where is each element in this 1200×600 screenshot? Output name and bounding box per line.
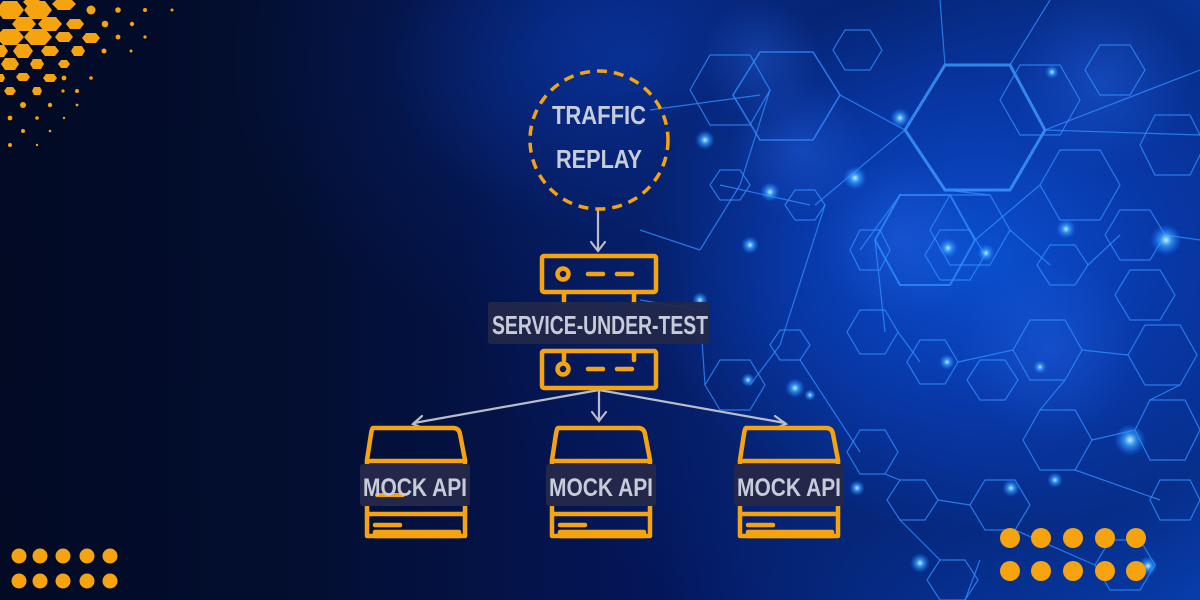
service-under-test-node: SERVICE-UNDER-TEST	[488, 253, 710, 391]
mock-api-label: MOCK API	[363, 474, 467, 502]
mock-api-node-3: MOCK API	[734, 425, 844, 539]
edge-service-to-mock-3	[597, 388, 787, 425]
edge-service-to-mock-1	[412, 388, 601, 425]
orange-hexagon-halftone-decor	[0, 0, 174, 147]
traffic-replay-label-line1: TRAFFIC	[552, 100, 646, 130]
traffic-replay-label-line2: REPLAY	[556, 144, 642, 174]
orange-dot-grid-bottom-left	[11, 548, 118, 589]
service-under-test-label: SERVICE-UNDER-TEST	[492, 310, 708, 340]
orange-dot-grid-bottom-right	[1000, 528, 1146, 581]
mock-api-label-background	[734, 464, 844, 506]
mock-api-node-1: MOCK API	[360, 425, 470, 539]
server-icon	[549, 425, 653, 539]
dashed-circle-shape	[528, 69, 670, 211]
mock-api-label: MOCK API	[549, 474, 653, 502]
mock-api-node-2: MOCK API	[546, 425, 656, 539]
service-label-background	[488, 302, 710, 344]
server-icon	[364, 425, 468, 539]
server-rack-icon	[539, 253, 659, 391]
mock-api-label-background	[546, 464, 656, 506]
server-icon	[737, 425, 841, 539]
traffic-replay-node: TRAFFIC REPLAY	[528, 69, 670, 211]
mock-api-label: MOCK API	[737, 474, 841, 502]
